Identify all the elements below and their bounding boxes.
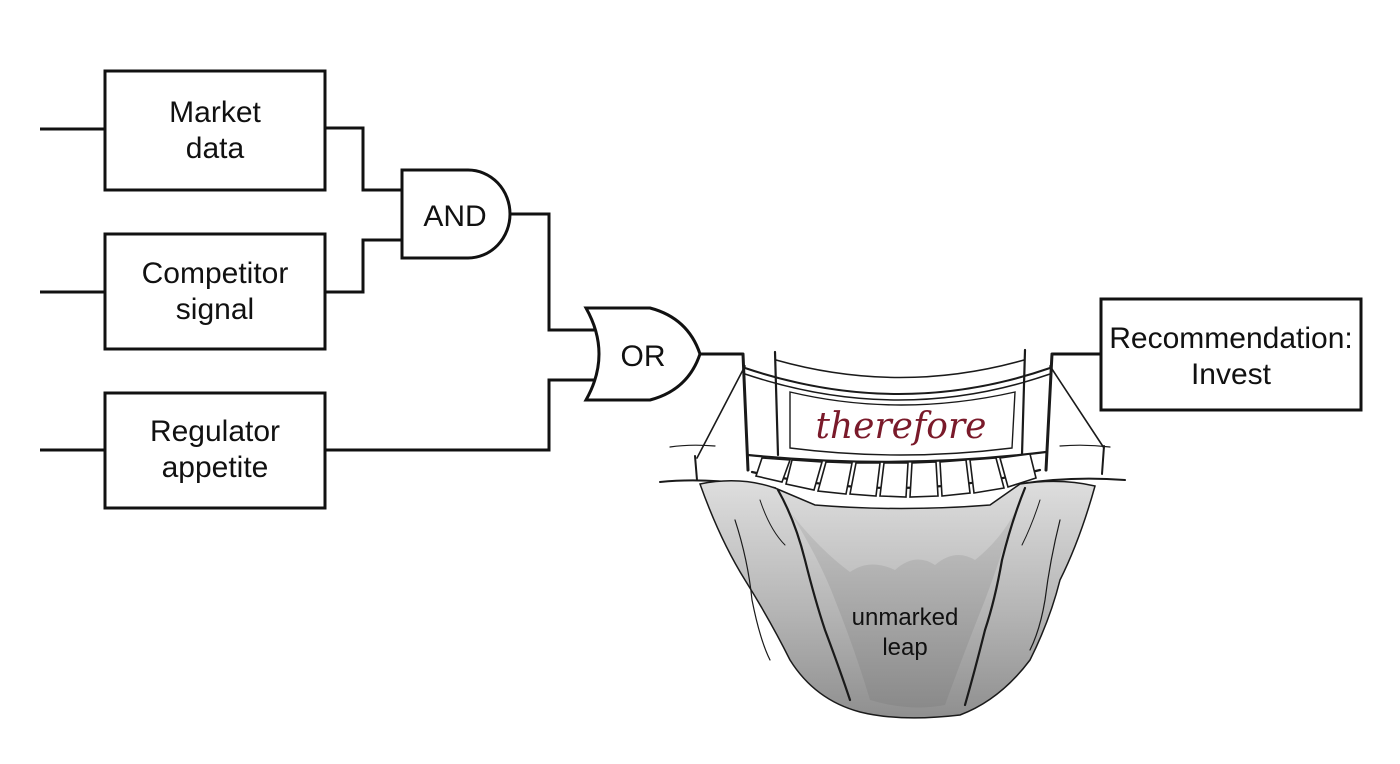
wire-market-to-and: [325, 126, 403, 192]
regulator-appetite-box: Regulator appetite: [103, 391, 327, 510]
wires: [40, 126, 1102, 452]
and-gate: AND: [400, 168, 512, 260]
wire-and-to-or: [510, 212, 598, 332]
market-data-label-line1: Market: [169, 96, 261, 129]
competitor-signal-label-line2: signal: [176, 293, 254, 326]
therefore-banner-text: therefore: [816, 406, 987, 447]
chasm-illustration: therefore unmarked leap: [659, 348, 1126, 719]
banner-cloth: [789, 391, 1016, 456]
unmarked-leap-label-line2: leap: [882, 634, 927, 661]
or-gate: OR: [583, 306, 702, 402]
or-gate-label: OR: [621, 340, 666, 373]
bridge-deck: [746, 450, 1048, 498]
bridge-posts: [694, 348, 1105, 481]
recommendation-label-line2: Invest: [1191, 358, 1272, 391]
and-gate-label: AND: [423, 200, 486, 233]
competitor-signal-label-line1: Competitor: [142, 257, 289, 290]
competitor-signal-box: Competitor signal: [103, 232, 327, 351]
recommendation-label-line1: Recommendation:: [1109, 322, 1352, 355]
recommendation-box: Recommendation: Invest: [1099, 297, 1363, 412]
regulator-appetite-label-line2: appetite: [162, 451, 269, 484]
wire-regulator-to-or: [325, 378, 598, 452]
wire-competitor-to-and: [325, 238, 403, 294]
chasm-gap: [790, 512, 1015, 708]
unmarked-leap-label-line1: unmarked: [852, 604, 959, 631]
bridge-ropes: [696, 359, 1105, 459]
market-data-label-line2: data: [186, 132, 245, 165]
regulator-appetite-label-line1: Regulator: [150, 415, 280, 448]
market-data-box: Market data: [103, 69, 327, 192]
